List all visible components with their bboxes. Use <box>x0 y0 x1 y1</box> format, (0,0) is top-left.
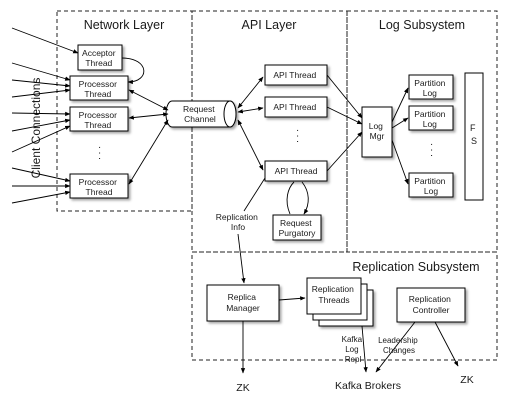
manager-to-threads-arrow <box>278 296 306 301</box>
partition-log-2-label-1: Partition <box>414 109 445 119</box>
request-purgatory-label-1: Request <box>280 218 312 228</box>
partition-log-3-label-2: Log <box>424 186 438 196</box>
svg-text:Replication Controller: Replication Controller <box>409 294 453 315</box>
processor-thread-box-3 <box>69 173 129 199</box>
replication-subsystem-title: Replication Subsystem <box>352 260 479 274</box>
log-mgr-label-1: Log <box>369 121 383 131</box>
log-subsystem-title: Log Subsystem <box>379 18 465 32</box>
api-thread-label-1: API Thread <box>273 70 316 80</box>
svg-text:Kafka Log Repl: Kafka Log Repl <box>342 335 365 364</box>
processor-thread-box-1 <box>69 75 129 101</box>
leadership-changes-label-2: Changes <box>383 346 415 355</box>
replication-controller-box <box>396 287 466 323</box>
acceptor-label-2: Thread <box>85 58 112 68</box>
threads-to-brokers-arrow <box>361 325 368 373</box>
replication-subsystem-frame <box>191 251 498 361</box>
channel-api-arrows <box>237 76 264 171</box>
partition-log-box-3 <box>408 172 454 198</box>
partition-log-3-label-1: Partition <box>414 176 445 186</box>
client-connections-label: Client Connections <box>29 78 43 179</box>
processor-2-label-2: Thread <box>84 120 111 130</box>
fs-box <box>464 72 484 201</box>
kafka-log-repl-label-1: Kafka <box>342 335 363 344</box>
partition-log-ellipsis: . . . <box>428 143 439 157</box>
partition-log-1-label-1: Partition <box>414 78 445 88</box>
api-to-replication-info-line <box>243 177 266 212</box>
partition-log-2-label-2: Log <box>423 119 437 129</box>
request-purgatory-box <box>272 214 322 241</box>
replica-manager-label-2: Manager <box>226 303 260 313</box>
logmgr-to-partition-arrows <box>391 87 409 185</box>
partition-log-1-label-2: Log <box>423 88 437 98</box>
replication-threads-box-front <box>306 277 362 315</box>
network-layer-title: Network Layer <box>84 18 165 32</box>
processor-2-label-1: Processor <box>79 110 117 120</box>
svg-text:F S: F S <box>470 123 478 146</box>
api-to-logmgr-arrows <box>326 74 363 172</box>
partition-log-box-1 <box>408 74 454 100</box>
leadership-changes-label-1: Leadership <box>378 336 418 345</box>
acceptor-label-1: Acceptor <box>82 48 116 58</box>
zk-right-label: ZK <box>460 374 473 386</box>
api-thread-label-2: API Thread <box>273 102 316 112</box>
svg-text:Replication Threads: Replication Threads <box>312 284 356 305</box>
processor-3-label-2: Thread <box>86 187 113 197</box>
processor-3-label-1: Processor <box>79 177 117 187</box>
controller-to-zk-arrow <box>434 321 459 367</box>
svg-text:Replication Info: Replication Info <box>216 212 260 232</box>
request-purgatory-label-2: Purgatory <box>279 228 317 238</box>
api-layer-title: API Layer <box>242 18 297 32</box>
replication-info-label-1: Replication <box>216 212 258 222</box>
processor-thread-box-2 <box>69 106 129 132</box>
acceptor-to-processor-arrow <box>121 57 145 85</box>
svg-text:Acceptor Thread Proces: Acceptor Thread Processor Thread Process… <box>79 48 120 197</box>
kafka-log-repl-label-3: Repl <box>345 355 362 364</box>
request-channel-label-1: Request <box>183 104 215 114</box>
replica-manager-label-1: Replica <box>228 292 257 302</box>
svg-text:Replica Manager: Replica Manager <box>226 292 260 313</box>
log-mgr-label-2: Mgr <box>370 131 385 141</box>
replication-info-to-replica-manager-arrow <box>237 233 246 284</box>
acceptor-thread-box <box>77 44 123 71</box>
partition-log-box-2 <box>408 105 454 131</box>
fs-label-2: S <box>471 136 477 146</box>
api-thread-ellipsis: . . . <box>294 129 305 143</box>
kafka-brokers-label: Kafka Brokers <box>335 380 401 392</box>
svg-text:Request Purgatory: Request Purgatory <box>279 218 317 238</box>
svg-text:Request Channel: Request Channel <box>183 104 217 124</box>
controller-to-brokers-arrow <box>375 321 416 373</box>
api-thread-label-3: API Thread <box>275 166 318 176</box>
svg-text:Log Mgr: Log Mgr <box>369 121 386 141</box>
kafka-log-repl-label-2: Log <box>345 345 358 354</box>
replication-controller-label-2: Controller <box>413 305 450 315</box>
replication-controller-label-1: Replication <box>409 294 451 304</box>
processor-1-label-2: Thread <box>84 89 111 99</box>
processor-1-label-1: Processor <box>79 79 117 89</box>
replica-manager-box <box>206 284 280 322</box>
replication-threads-label-1: Replication <box>312 284 354 294</box>
replication-threads-label-2: Threads <box>318 295 349 305</box>
processor-channel-arrows <box>128 89 169 185</box>
request-channel-label-2: Channel <box>184 114 216 124</box>
client-connection-lines <box>11 27 79 204</box>
fs-label-1: F <box>470 123 476 133</box>
log-mgr-box <box>361 106 393 158</box>
svg-text:Leadership Changes: Leadership Changes <box>378 336 420 355</box>
purgatory-loop-arrow <box>286 181 308 214</box>
svg-text:Partition Log Partitio: Partition Log Partition Log Partition Lo… <box>414 78 448 196</box>
svg-text:API Thread API Thread: API Thread API Thread API Thread <box>273 70 318 176</box>
zk-left-label: ZK <box>236 382 249 394</box>
log-subsystem-frame <box>346 10 498 253</box>
processor-ellipsis: . . . <box>96 146 107 160</box>
replication-info-label-2: Info <box>231 222 245 232</box>
